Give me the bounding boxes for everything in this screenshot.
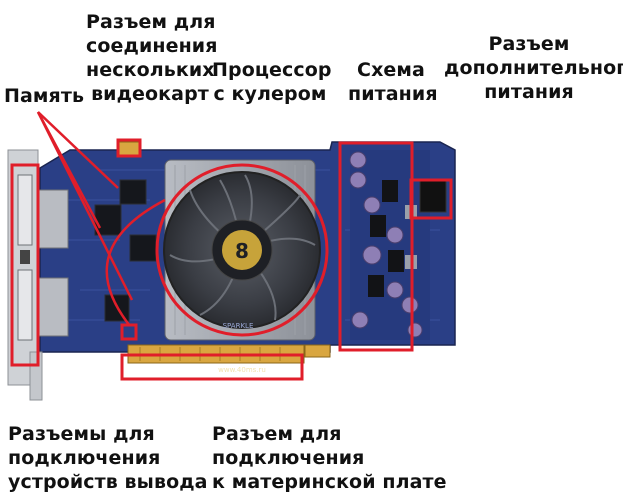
label-aux-line-3: питания [484,81,574,103]
label-sli-line-2: соединения [86,35,218,57]
label-memory-line-1: Память [4,85,85,107]
label-sli-line-4: видеокарт [91,83,209,105]
pointer-memory-3 [36,111,134,301]
label-aux-power: Разъем дополнительного питания [444,32,623,104]
label-pcie-line-3: к материнской плате [212,471,447,493]
label-sli-line-3: нескольких [86,59,215,81]
label-sli-connector: Разъем для соединения нескольких видеока… [86,10,218,106]
label-pcie-slot: Разъем для подключения к материнской пла… [212,422,447,494]
label-outputs-line-1: Разъемы для [8,423,155,445]
dvi-connector-bottom [37,277,69,337]
label-pcie-line-2: подключения [212,447,365,469]
highlight-power-circuit [338,141,414,352]
pointer-memory-2 [37,111,119,189]
label-outputs-line-3: устройств вывода [8,471,208,493]
power-components [349,150,430,340]
highlight-aux-power [409,178,453,220]
label-sli-line-1: Разъем для [86,11,216,33]
label-output-ports: Разъемы для подключения устройств вывода [8,422,208,494]
highlights [10,138,453,381]
dvi-connector-top [37,189,69,249]
label-aux-line-2: дополнительного [444,57,623,79]
label-power-circuit: Схема питания [348,58,438,106]
label-pcie-line-1: Разъем для [212,423,342,445]
highlight-outputs [10,163,40,367]
label-gpu-line-2: с кулером [213,83,327,105]
label-outputs-line-2: подключения [8,447,161,469]
highlight-pcie [120,353,304,381]
pcie-small-tab [304,344,331,358]
label-power-line-2: питания [348,83,438,105]
label-gpu-cooler: Процессор с кулером [212,58,332,106]
pointer-memory-4 [105,198,166,327]
label-memory: Память [4,84,84,108]
aux-power-connector [419,179,447,213]
fan-logo-glyph: 8 [235,239,249,263]
pointer-lines [36,111,166,327]
highlight-gpu [155,163,329,337]
fan-logo [222,230,262,270]
label-aux-line-1: Разъем [488,33,570,55]
sli-connector [117,141,141,157]
highlight-sli [116,138,142,158]
label-gpu-line-1: Процессор [212,59,332,81]
label-power-line-1: Схема [357,59,425,81]
